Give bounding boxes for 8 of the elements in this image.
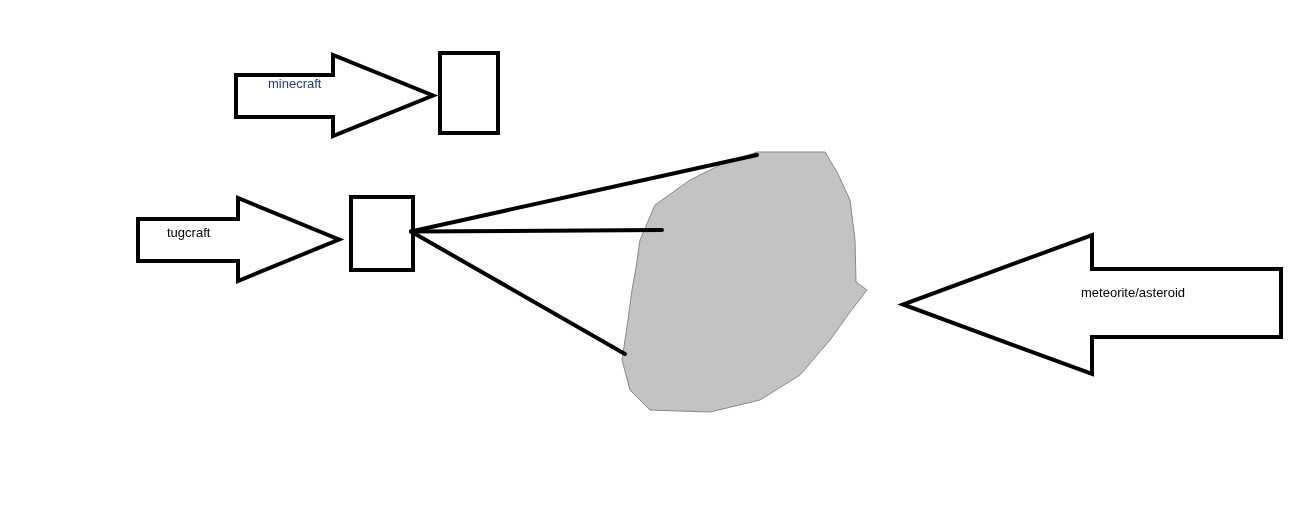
craft-box: [438, 51, 500, 135]
arrow-label: meteorite/asteroid: [1081, 285, 1186, 300]
craft-box: [349, 195, 415, 272]
tether-line: [409, 229, 627, 356]
asteroid-shape: [621, 151, 868, 413]
arrow-label: minecraft: [268, 76, 322, 91]
tether-line: [409, 228, 664, 234]
arrow-label: tugcraft: [167, 225, 211, 240]
